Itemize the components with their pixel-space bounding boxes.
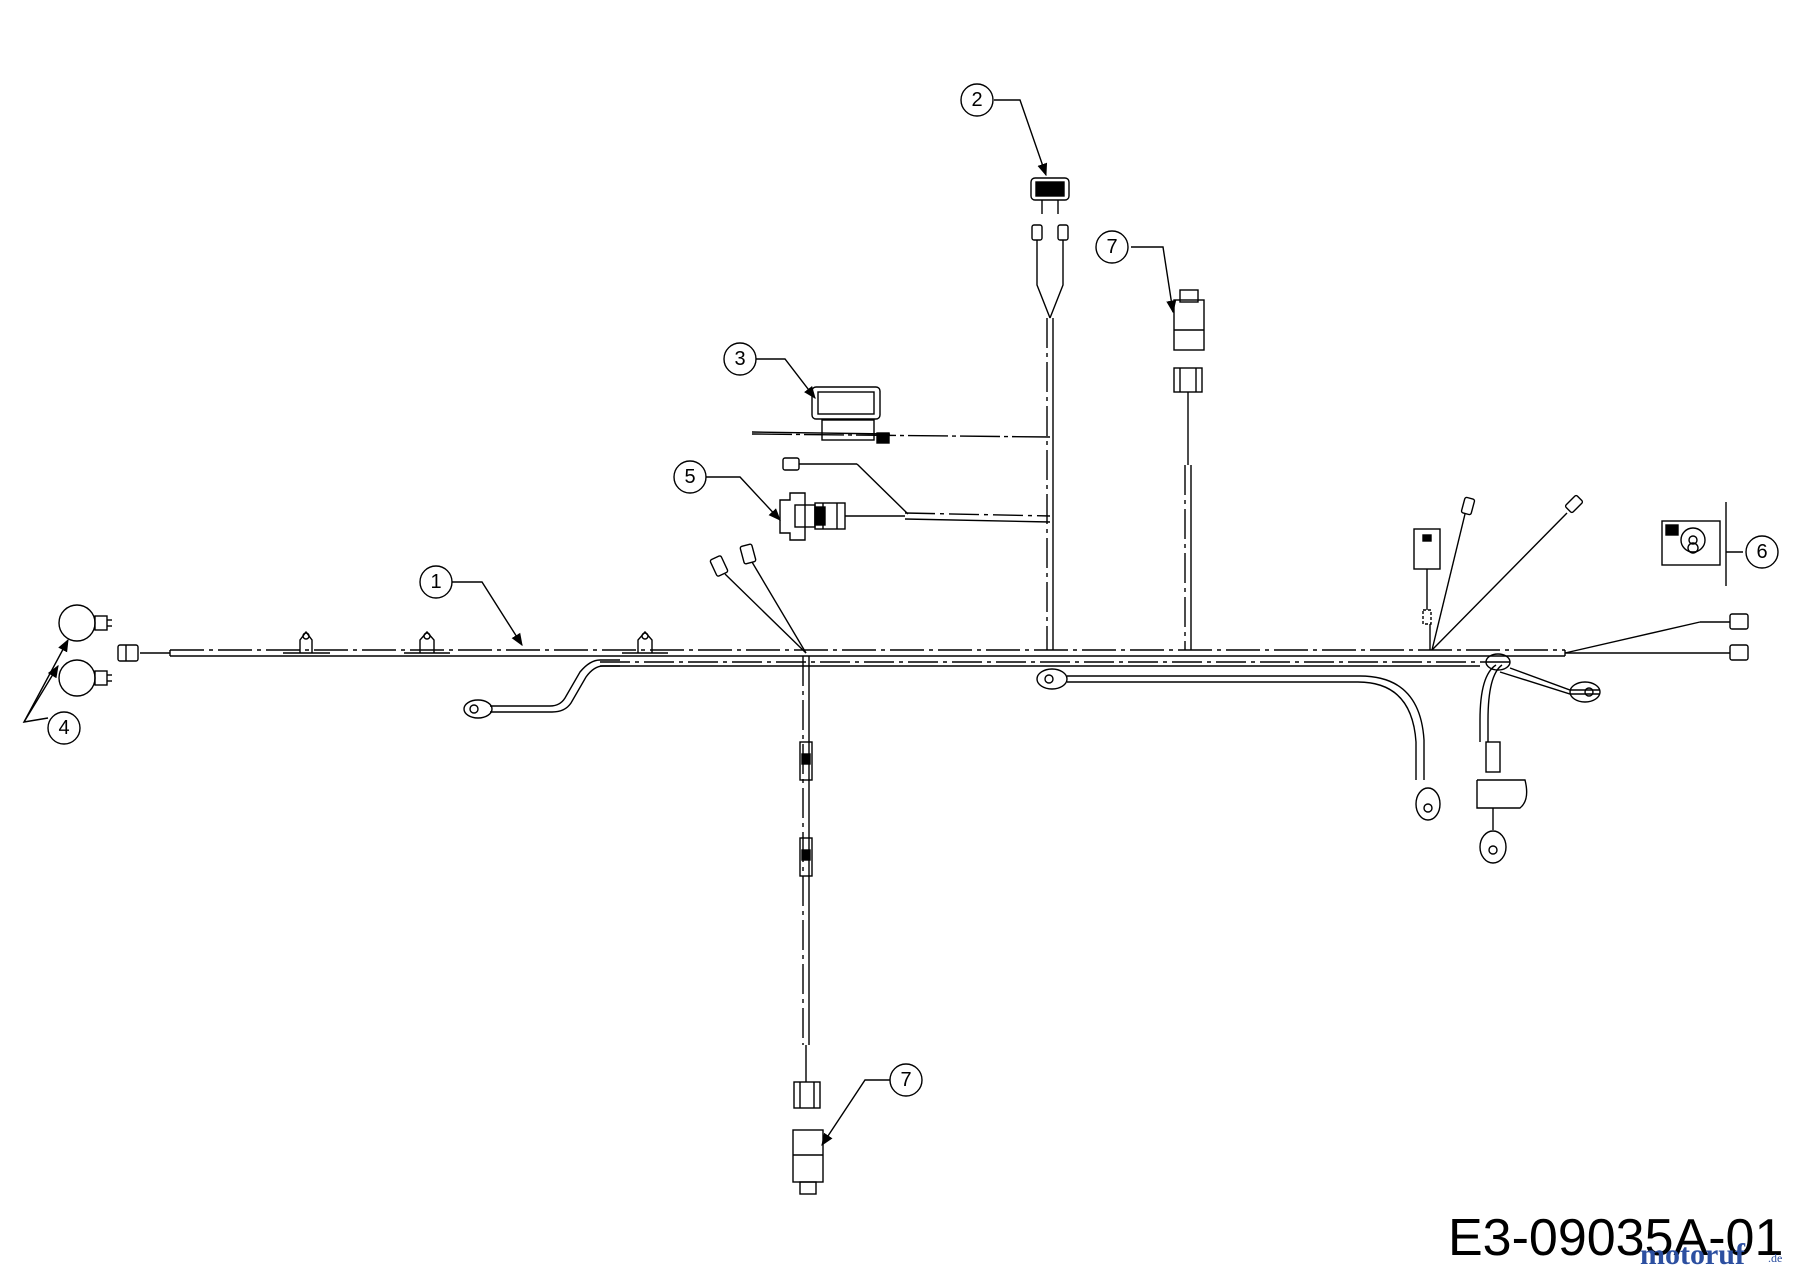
callout-1[interactable]: 1 <box>419 565 453 599</box>
branch-to-lower-switch <box>799 656 813 1082</box>
battery-lead <box>1476 653 1601 864</box>
watermark-suffix: .de <box>1768 1251 1782 1265</box>
svg-text:4: 4 <box>58 717 69 739</box>
harness-clip <box>622 630 668 654</box>
svg-text:2: 2 <box>971 89 982 111</box>
headlight-bulb <box>58 604 112 642</box>
watermark-logo: motoruf .de <box>1640 1238 1782 1271</box>
callout-7-upper[interactable]: 7 <box>1095 230 1129 264</box>
harness-end-connector <box>117 644 139 662</box>
callout-3[interactable]: 3 <box>723 342 757 376</box>
svg-text:3: 3 <box>734 348 745 370</box>
svg-text:6: 6 <box>1756 541 1767 563</box>
callout-7-lower[interactable]: 7 <box>889 1063 923 1097</box>
svg-text:7: 7 <box>1106 236 1117 258</box>
ground-lead-right <box>1036 668 1441 821</box>
power-socket <box>1661 502 1727 586</box>
svg-text:1: 1 <box>430 571 441 593</box>
safety-switch-upper <box>1173 289 1205 650</box>
harness-clip <box>404 630 450 654</box>
callout-5[interactable]: 5 <box>673 460 707 494</box>
headlight-bulb <box>58 659 112 697</box>
harness-end-connector-right <box>1564 613 1749 661</box>
svg-text:5: 5 <box>684 466 695 488</box>
spade-connectors-right <box>1431 494 1584 651</box>
callout-4[interactable]: 4 <box>47 711 81 745</box>
branch-to-switch <box>1036 248 1064 650</box>
harness-clip <box>283 630 330 654</box>
control-module <box>751 386 1051 444</box>
rocker-switch <box>1030 177 1070 248</box>
ground-lead-left <box>463 659 620 719</box>
relay-block <box>1413 528 1441 650</box>
safety-switch-lower <box>792 1081 824 1195</box>
watermark-text: motoruf <box>1640 1238 1746 1271</box>
callout-2[interactable]: 2 <box>960 83 994 117</box>
main-harness <box>140 649 1566 667</box>
ignition-switch <box>779 457 1051 541</box>
drawing-code: E3-09035A-01 <box>1448 1209 1783 1267</box>
spade-connector-pair <box>709 543 807 654</box>
callout-leaders <box>22 99 1743 1147</box>
callout-6[interactable]: 6 <box>1745 535 1779 569</box>
svg-text:7: 7 <box>900 1069 911 1091</box>
